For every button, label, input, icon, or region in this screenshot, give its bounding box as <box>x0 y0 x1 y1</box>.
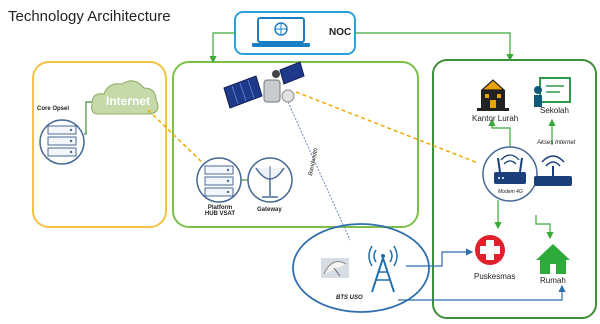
bts-region <box>292 223 430 313</box>
satellite-icon <box>223 61 305 109</box>
wifi-router-icon <box>534 155 572 186</box>
platform-label-line2: HUB VSAT <box>204 211 236 217</box>
core-server-icon <box>39 119 85 165</box>
platform-label-line1: Platform <box>207 205 233 211</box>
bts-tower-icon <box>368 245 398 293</box>
noc-link-left <box>209 32 235 64</box>
gateway-dish-icon <box>247 157 293 203</box>
bts-uso-label: BTS USO <box>336 295 363 301</box>
hub-server-icon <box>196 157 242 203</box>
hub-region <box>172 61 419 228</box>
bandwidth-link <box>287 101 351 241</box>
village-region <box>432 59 597 319</box>
modem-to-kantor-arrow <box>488 118 511 150</box>
satellite-to-modem-dashed <box>295 91 479 164</box>
internet-cloud-icon <box>91 80 159 115</box>
hospital-cross-icon <box>475 235 505 265</box>
puskesmas-label: Puskesmas <box>474 272 516 281</box>
bts-to-puskesmas-arrow <box>406 248 474 267</box>
modem-4g-label: Modem 4G <box>498 189 523 195</box>
office-building-icon <box>477 79 509 111</box>
page-title: Technology Arcihitecture <box>8 8 171 25</box>
vsat-dish-icon <box>321 258 349 278</box>
kantor-lurah-label: Kantor Lurah <box>472 114 519 123</box>
platform-hub-label: Platform HUB VSAT <box>204 205 236 217</box>
school-board-icon <box>534 77 571 107</box>
sekolah-label: Sekolah <box>540 106 569 115</box>
modem-4g-icon <box>482 146 538 202</box>
gateway-label: Gateway <box>257 207 282 213</box>
operator-region <box>32 61 167 228</box>
noc-link-right <box>355 32 514 62</box>
internet-to-hub-dashed <box>147 109 209 169</box>
laptop-icon <box>252 17 310 47</box>
core-opsel-label: Core Opsel <box>37 106 70 112</box>
rumah-label: Rumah <box>540 276 566 285</box>
noc-label: NOC <box>329 27 352 38</box>
internet-label: Internet <box>106 94 151 108</box>
akses-internet-label: Akses Internet <box>537 140 576 146</box>
bts-to-rumah-arrow <box>398 284 566 301</box>
house-icon <box>536 244 570 274</box>
modem-to-rumah-arrow <box>535 215 554 240</box>
